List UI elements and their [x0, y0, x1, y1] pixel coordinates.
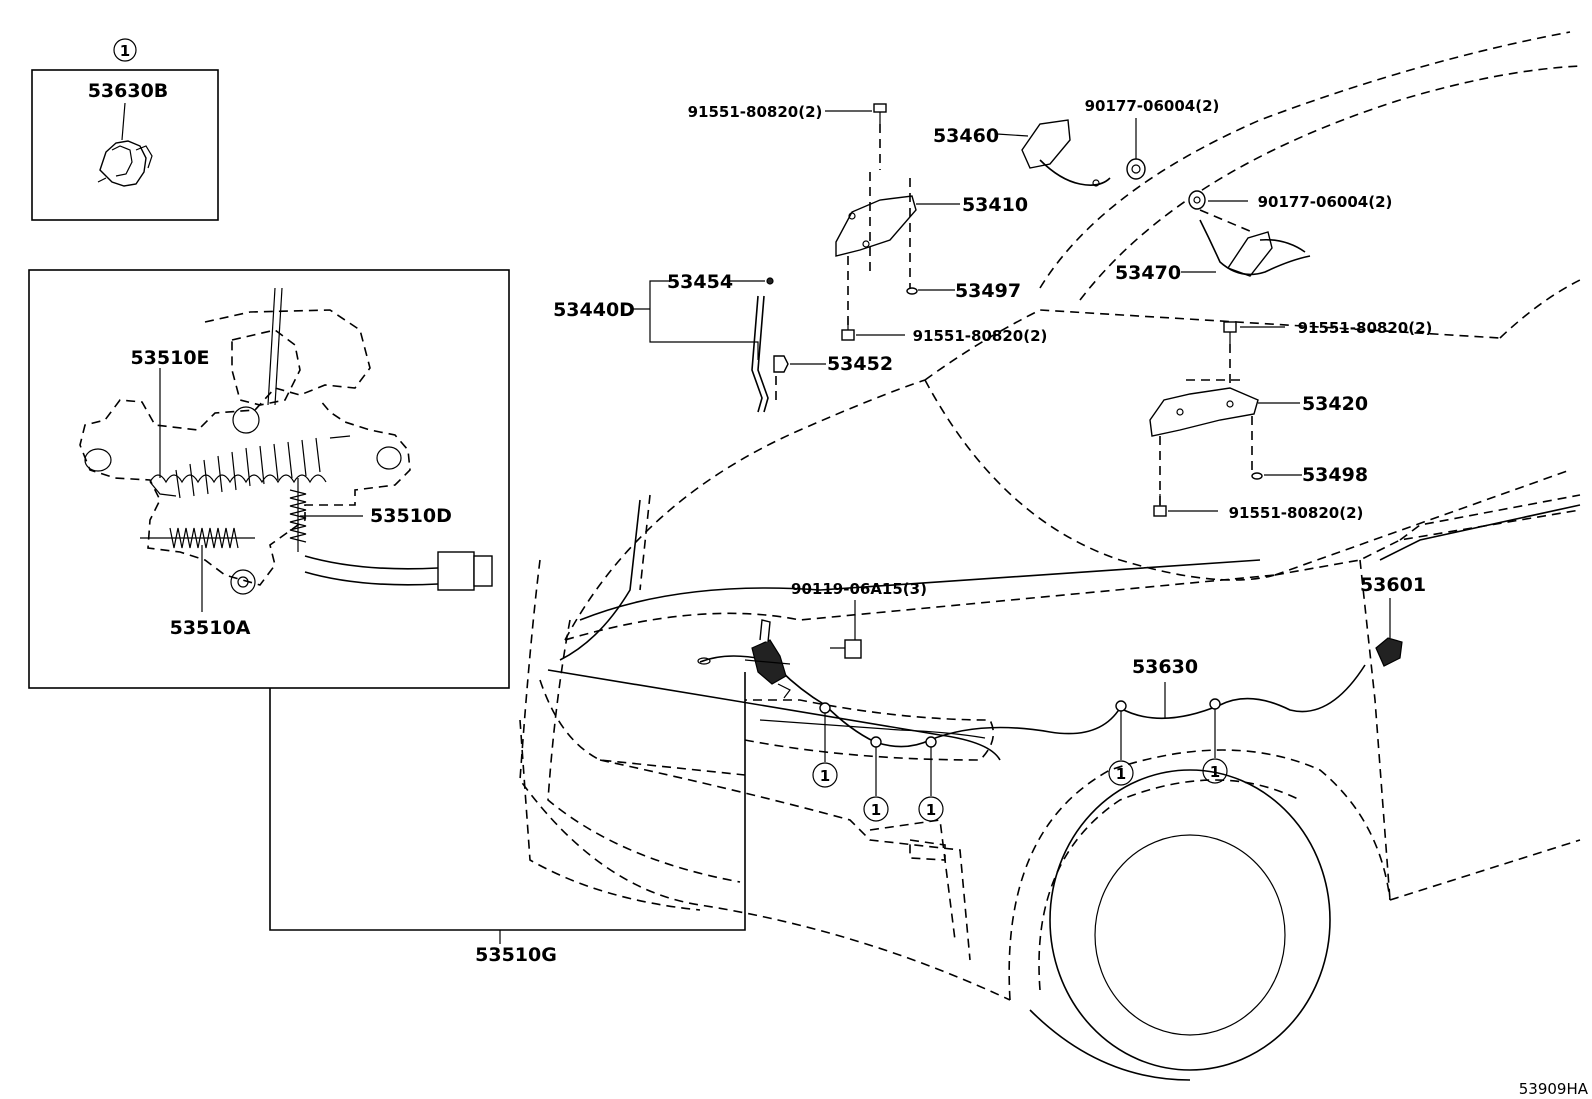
main-spring-icon	[149, 435, 351, 499]
leader-53440D	[649, 280, 759, 360]
hood-switch-53470-icon	[1199, 209, 1311, 277]
hood-support-rod-icon	[751, 277, 777, 413]
lock-latch-outline	[231, 329, 301, 406]
hood-hinge-53410-icon	[835, 124, 917, 330]
svg-text:1: 1	[1116, 765, 1126, 783]
label-53410: 53410	[962, 194, 1028, 216]
hinge-bolt-low-icon	[841, 318, 855, 341]
label-53420: 53420	[1302, 393, 1368, 415]
cable-clip-icon	[97, 140, 153, 187]
label-53630B: 53630B	[88, 80, 169, 102]
hood-lock-assembly-icon	[744, 619, 791, 699]
support-clip-53452-icon	[773, 355, 789, 373]
hinge-bolt-right-low-icon	[1153, 494, 1167, 517]
clip-inset-callout-number: 1	[120, 42, 130, 60]
lock-inset-frame	[28, 269, 510, 689]
washer-53498-icon	[1251, 472, 1263, 480]
label-53510D: 53510D	[370, 505, 452, 527]
label-bolt-hood-top: 91551-80820(2)	[688, 103, 823, 121]
cable-clip-callout: 1	[918, 736, 944, 822]
clip-inset-frame	[31, 69, 219, 221]
screw-icon	[830, 600, 862, 659]
hood-switch-53460-icon	[1021, 119, 1111, 187]
cable-clip-callout: 1	[863, 736, 889, 822]
label-bolt-53420-top: 91551-80820(2)	[1298, 319, 1433, 337]
lock-pivot-hole	[232, 406, 260, 434]
label-screw: 90119-06A15(3)	[791, 580, 927, 598]
cable-clip-callout: 1	[1202, 698, 1228, 784]
label-bolt-53420-low: 91551-80820(2)	[1229, 504, 1364, 522]
label-53470: 53470	[1115, 262, 1181, 284]
label-nut-53460: 90177-06004(2)	[1085, 97, 1220, 115]
release-handle-53601-icon	[1375, 598, 1403, 667]
clip-inset: 1 53630B	[31, 38, 219, 221]
label-53630: 53630	[1132, 656, 1198, 678]
lock-mount-hole-bottom	[230, 569, 256, 595]
diagram-code: 53909HA	[1519, 1080, 1589, 1098]
hood-release-cable	[697, 655, 1366, 748]
cable-clip-callout: 1	[1108, 700, 1134, 786]
clip-inset-callout-circle	[113, 38, 137, 62]
leader-53630B	[121, 102, 126, 141]
svg-text:1: 1	[926, 801, 936, 819]
label-53510G: 53510G	[475, 944, 557, 966]
svg-text:1: 1	[871, 801, 881, 819]
lock-mount-hole-left	[84, 448, 112, 472]
leader-53460	[996, 133, 1029, 137]
cable-clip-callouts: 1 1 1 1 1	[812, 698, 1228, 822]
label-nut-right: 90177-06004(2)	[1258, 193, 1393, 211]
lock-detail-inset: 53510E 53510D 53510A	[28, 269, 510, 689]
label-53601: 53601	[1360, 574, 1426, 596]
hood-hinge-53420-icon	[1149, 344, 1259, 508]
nut-right-icon	[1188, 190, 1206, 210]
vehicle-front-outline	[519, 31, 1581, 1081]
label-53452: 53452	[827, 353, 893, 375]
leader-53510G-bracket	[269, 672, 746, 931]
lock-release-rod	[267, 287, 276, 406]
hinge-bolt-right-icon	[1223, 321, 1237, 344]
svg-text:1: 1	[1210, 763, 1220, 781]
label-53460: 53460	[933, 125, 999, 147]
small-spring-d-icon	[289, 478, 307, 552]
label-53497: 53497	[955, 280, 1021, 302]
lock-mount-hole-right	[376, 446, 402, 470]
label-53510E: 53510E	[130, 347, 209, 369]
label-53498: 53498	[1302, 464, 1368, 486]
hinge-bolt-icon	[873, 103, 887, 124]
label-53510A: 53510A	[170, 617, 251, 639]
small-spring-a-icon	[140, 527, 255, 549]
label-bolt-53410-low: 91551-80820(2)	[913, 327, 1048, 345]
cable-53630-line	[779, 664, 1366, 748]
cable-clip-callout: 1	[812, 702, 838, 788]
nut-53460-icon	[1126, 158, 1146, 180]
lock-body-outline	[79, 309, 411, 586]
label-53440D: 53440D	[553, 299, 635, 321]
washer-53497-icon	[906, 287, 918, 295]
svg-text:1: 1	[820, 767, 830, 785]
lock-switch-connector	[304, 551, 493, 591]
label-53454: 53454	[667, 271, 733, 293]
